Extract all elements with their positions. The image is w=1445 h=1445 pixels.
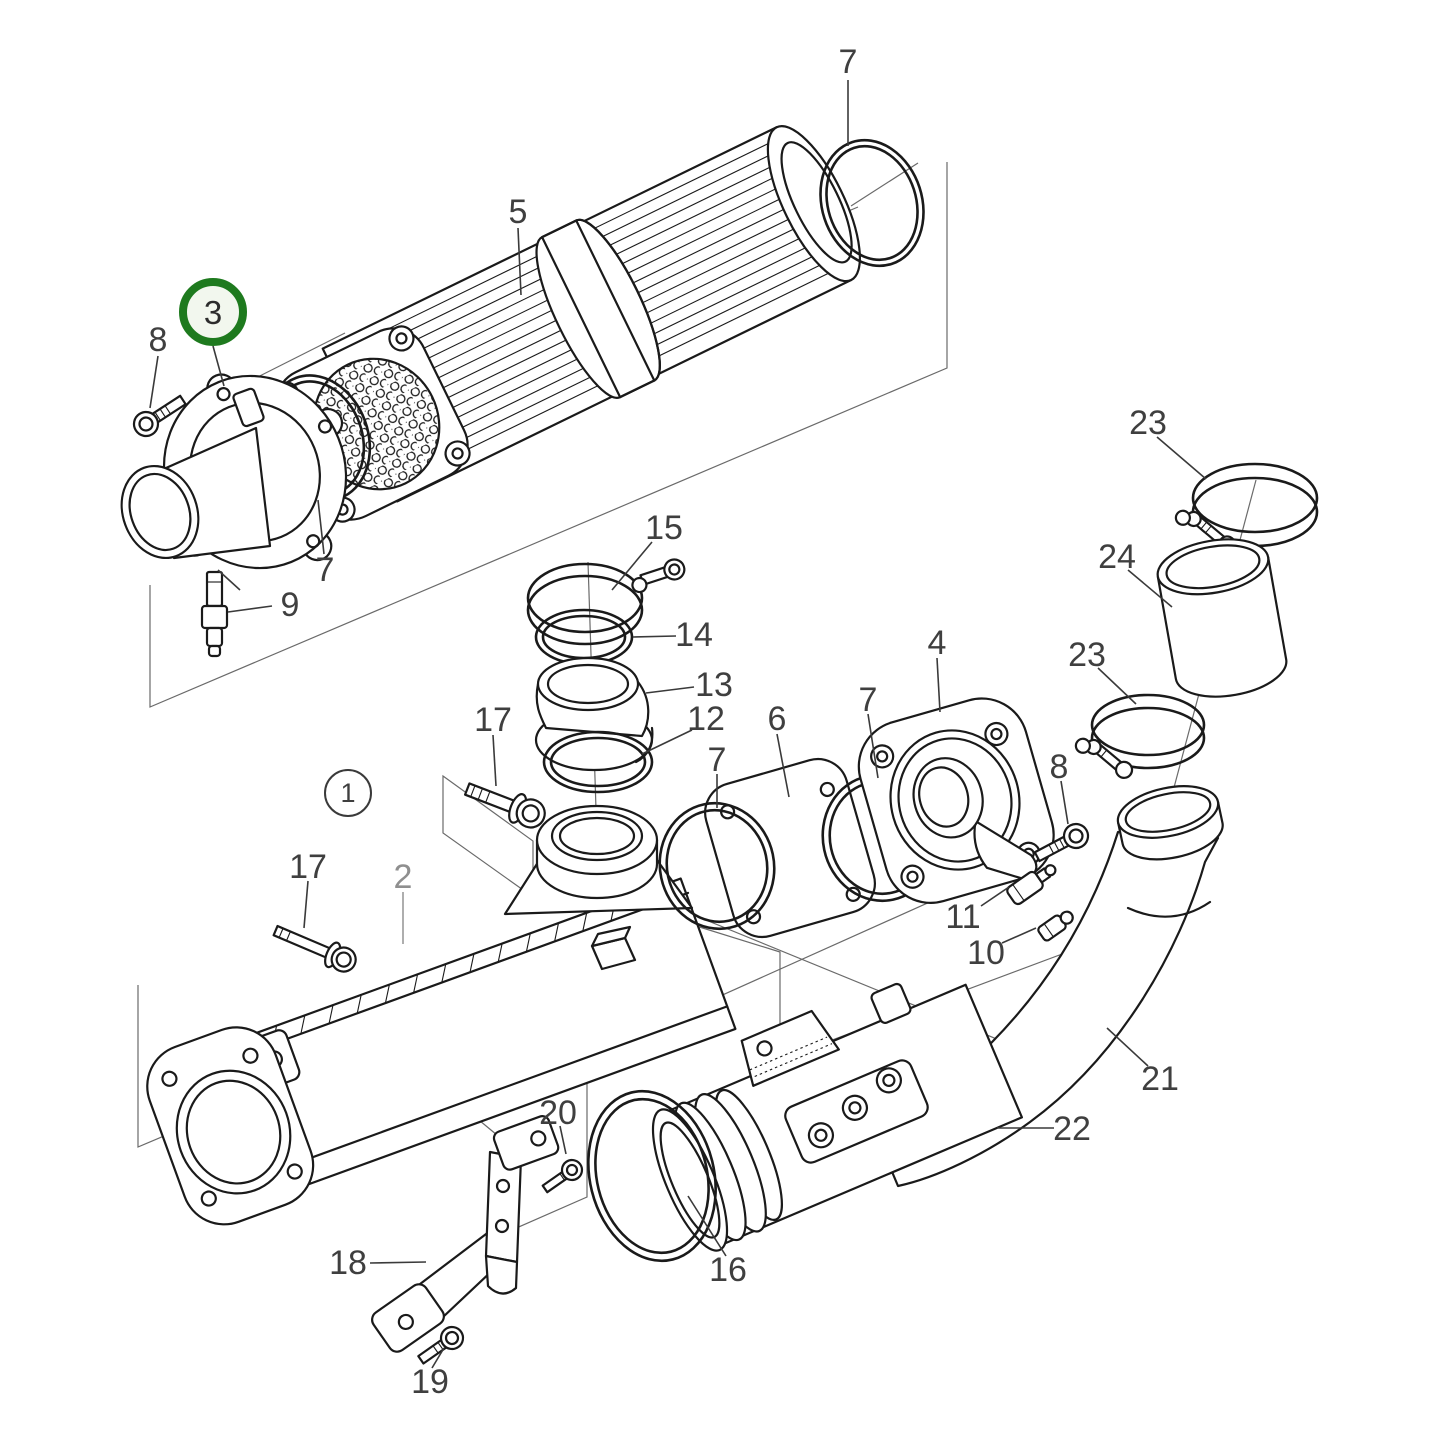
- callout-4: 4: [927, 624, 947, 662]
- callout-20: 20: [539, 1094, 577, 1132]
- riser-boss-lower: [590, 925, 637, 971]
- callout-23: 23: [1129, 404, 1167, 442]
- callout-11: 11: [945, 898, 981, 936]
- o-ring-top: [819, 138, 925, 268]
- callout-8: 8: [1049, 748, 1069, 786]
- manifold-body: [146, 854, 737, 1226]
- callout-21: 21: [1141, 1060, 1179, 1098]
- bolt-17-upper: [464, 782, 546, 829]
- fitting-10: [1037, 910, 1074, 942]
- bolt-8-left: [132, 394, 187, 438]
- callout-10: 10: [967, 934, 1005, 972]
- fitting-11: [1006, 864, 1057, 906]
- callout-7: 7: [858, 681, 878, 719]
- exhaust-pipe-16: [587, 982, 1023, 1263]
- bolt-17-lower: [272, 924, 357, 973]
- bracket-clamp-top: [492, 1115, 560, 1171]
- hose-24: [1156, 538, 1288, 698]
- callout-9: 9: [280, 586, 300, 624]
- end-cap-part3: [120, 373, 348, 570]
- riser-flange-collar: [535, 804, 659, 900]
- callout-23: 23: [1068, 636, 1106, 674]
- callout-6: 6: [767, 700, 787, 738]
- end-cap-outlet: [120, 464, 200, 560]
- bolt-8-right: [1033, 822, 1090, 863]
- heat-exchanger-insert: [273, 125, 925, 523]
- hose-clamp-15: [526, 558, 686, 646]
- callout-8: 8: [148, 321, 168, 359]
- callout-19: 19: [411, 1363, 449, 1401]
- o-ring-7-left: [658, 801, 776, 931]
- callout-7: 7: [838, 43, 858, 81]
- callout-17: 17: [289, 848, 327, 886]
- callout-5: 5: [508, 193, 528, 231]
- callout-1: 1: [324, 769, 372, 817]
- bracket-18: [371, 1115, 560, 1353]
- callout-7: 7: [315, 551, 335, 589]
- callout-16: 16: [709, 1251, 747, 1289]
- bolt-20: [541, 1158, 584, 1194]
- seal-ring-12: [542, 730, 654, 794]
- drain-fitting-9: [200, 569, 241, 658]
- callout-7: 7: [707, 741, 727, 779]
- callout-22: 22: [1053, 1110, 1091, 1148]
- callout-3-highlighted: 3: [179, 278, 247, 346]
- callout-18: 18: [329, 1244, 367, 1282]
- leader-lines: [149, 80, 1207, 1369]
- callout-13: 13: [695, 666, 733, 704]
- callout-15: 15: [645, 509, 683, 547]
- callout-17: 17: [474, 701, 512, 739]
- callout-12: 12: [687, 700, 725, 738]
- bolt-19: [417, 1325, 465, 1365]
- rubber-sleeve-13: [534, 656, 654, 772]
- manifold-front-flange: [146, 1026, 315, 1226]
- callout-24: 24: [1098, 538, 1136, 576]
- callout-2: 2: [393, 858, 413, 896]
- callout-14: 14: [675, 616, 713, 654]
- clamp-23-lower: [1074, 693, 1206, 779]
- gasket-plate-6: [704, 757, 876, 939]
- end-cover-4: [857, 697, 1055, 904]
